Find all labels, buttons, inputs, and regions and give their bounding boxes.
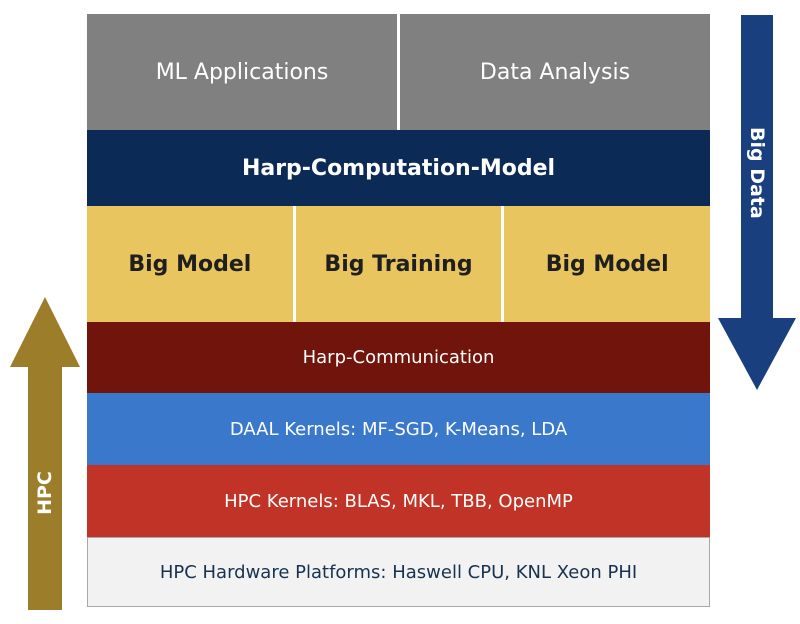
hpc-kernels-layer: HPC Kernels: BLAS, MKL, TBB, OpenMP (87, 465, 710, 537)
down-arrow-icon (718, 15, 796, 390)
daal-kernels-box: DAAL Kernels: MF-SGD, K-Means, LDA (229, 418, 568, 440)
big-training-box: Big Training (292, 206, 502, 322)
hardware-layer: HPC Hardware Platforms: Haswell CPU, KNL… (87, 537, 710, 607)
layer-stack: ML Applications Data Analysis Harp-Compu… (87, 14, 710, 607)
communication-layer: Harp-Communication (87, 322, 710, 393)
big-layer: Big Model Big Training Big Model (87, 206, 710, 322)
daal-kernels-layer: DAAL Kernels: MF-SGD, K-Means, LDA (87, 393, 710, 465)
hpc-arrow: HPC (10, 297, 80, 610)
hardware-box: HPC Hardware Platforms: Haswell CPU, KNL… (159, 561, 638, 583)
big-model-box-left: Big Model (128, 251, 252, 277)
big-data-arrow: Big Data (718, 15, 796, 390)
up-arrow-icon (10, 297, 80, 610)
hpc-kernels-box: HPC Kernels: BLAS, MKL, TBB, OpenMP (224, 490, 573, 512)
hpc-label: HPC (34, 471, 56, 515)
ml-applications-box: ML Applications (155, 59, 329, 85)
data-analysis-box: Data Analysis (397, 14, 710, 130)
computation-model-box: Harp-Computation-Model (241, 155, 556, 181)
communication-box: Harp-Communication (302, 347, 495, 368)
big-model-box-right: Big Model (501, 206, 710, 322)
big-data-label: Big Data (746, 127, 768, 219)
computation-model-layer: Harp-Computation-Model (87, 130, 710, 206)
applications-layer: ML Applications Data Analysis (87, 14, 710, 130)
